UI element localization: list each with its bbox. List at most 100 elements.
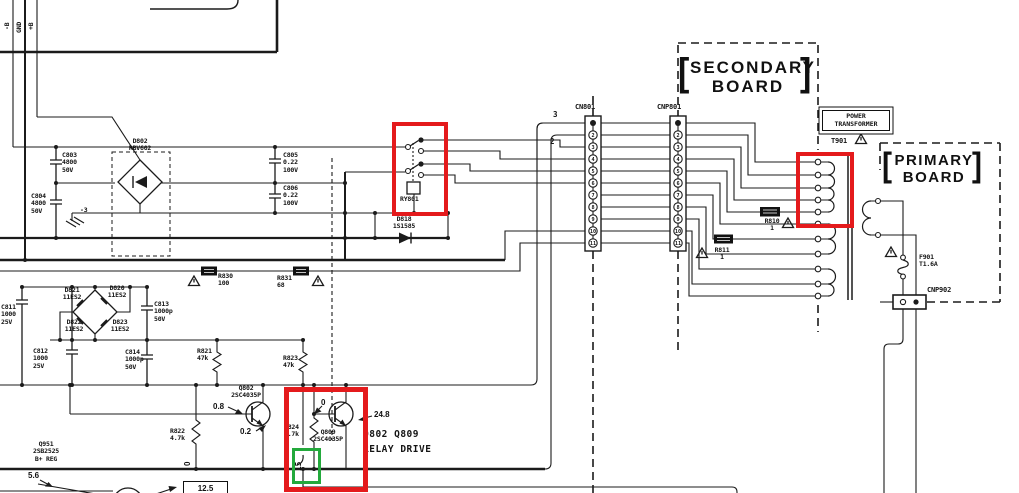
svg-text:2: 2 [676,133,679,139]
label-c813: C813 1000p 50V [154,300,173,323]
svg-text:9: 9 [591,217,594,223]
wire-number-3: 3 [553,110,558,119]
label-cnp801: CNP801 [657,103,682,111]
svg-text:3: 3 [676,145,679,151]
rail-wires [12,0,141,260]
label-d818: D818 1S1585 [392,215,416,231]
primary-board-bracket-right: ] [972,146,982,185]
svg-text:8: 8 [676,205,679,211]
label-c806: C806 0.22 100V [283,184,298,207]
svg-text:10: 10 [675,229,681,235]
relay-output-wires [421,139,585,184]
label-r830: R830 100 [218,272,233,288]
voltage-0-rotated: 0 [183,461,192,466]
rail-label-minus-b: -B [3,22,11,30]
voltage-12-5-box: 12.5 [183,481,228,493]
label-r810: R810 1 [764,217,780,233]
voltage-0: 0 [321,398,326,407]
label-c814: C814 1000p 50V [125,348,144,371]
label-c811: C811 1000 25V [1,303,16,326]
junction-dots [20,145,450,471]
primary-board-bracket-left: [ [882,146,892,185]
label-cnp902: CNP902 [927,286,952,294]
label-ground-ref: -3 [80,206,88,214]
svg-text:5: 5 [676,169,679,175]
label-t901: T901 [831,137,848,145]
relay-drive-note: Q802 Q809 RELAY DRIVE [363,429,432,455]
label-f901: F901 T1.6A [919,253,938,269]
label-d820: D820 11ES2 [107,284,127,300]
svg-text:7: 7 [676,193,679,199]
board-boundaries [592,42,1001,493]
capacitor-symbols [16,147,281,385]
label-c804: C804 4800 50V [31,192,46,215]
connector-cross-wires [601,122,670,244]
label-r823: R823 47k [283,354,298,370]
label-d821: D821 11ES2 [62,286,82,302]
label-r822: R822 4.7k [170,427,185,443]
svg-text:8: 8 [591,205,594,211]
relay-ry801 [404,137,425,213]
label-r824: R824 4.7k [284,423,299,439]
secondary-board-title: SECONDARY BOARD [690,58,816,97]
warning-triangle-icons [187,132,898,287]
label-d823: D823 11ES2 [110,318,130,334]
rail-label-gnd: GND [15,21,23,33]
label-q809: Q809 2SC4035P [313,428,343,444]
svg-text:2: 2 [591,133,594,139]
label-cn801: CN801 [575,103,596,111]
svg-text:6: 6 [676,181,679,187]
voltage-5-6: 5.6 [28,471,40,480]
upper-board-outline [0,0,279,54]
svg-text:4: 4 [676,157,679,163]
label-c812: C812 1000 25V [33,347,48,370]
voltage-0-8: 0.8 [213,402,225,411]
label-r831: R831 68 [277,274,292,290]
ground-symbol [65,213,85,228]
transformer-t901 [814,155,882,300]
secondary-board-bracket-left: [ [678,51,690,95]
connector-pin-circles [588,130,683,248]
secondary-board-bracket-right: ] [800,51,812,95]
svg-text:11: 11 [590,241,596,247]
svg-text:7: 7 [591,193,594,199]
label-d822: D822 11ES2 [64,318,84,334]
transistor-q951 [37,483,141,493]
fusible-resistor-markers [201,207,780,276]
connector-cnp902 [880,234,927,493]
diode-d818 [399,232,412,244]
power-transformer-label: POWER TRANSFORMER [834,111,878,128]
svg-text:4: 4 [591,157,594,163]
label-r811: R811 1 [714,246,730,262]
transistor-q802 [69,385,271,469]
label-ry801: RY801 [400,195,419,203]
primary-board-title: PRIMARY BOARD [894,152,974,186]
svg-text:9: 9 [676,217,679,223]
power-transformer-box: POWER TRANSFORMER [822,110,890,131]
voltage-24-8: 24.8 [374,410,390,419]
label-c803: C803 4800 50V [62,151,77,174]
svg-text:10: 10 [590,229,596,235]
wiring-right [686,122,815,297]
label-q802: Q802 2SC4035P [231,384,261,400]
voltage-0-2: 0.2 [240,427,252,436]
probe-arrows [39,405,373,493]
wire-flag-15-label: 15 [294,461,303,471]
svg-text:11: 11 [675,241,681,247]
label-q951: Q951 2SB2525 B+ REG [33,440,59,463]
label-d802: D802 RBV602 [128,137,152,153]
svg-text:3: 3 [591,145,594,151]
transistor-q809 [314,385,354,469]
resistor-symbols [191,340,319,487]
wire-number-2: 2 [550,137,555,146]
voltage-12-5: 12.5 [197,484,214,493]
wire-flag-15 [296,454,304,466]
wire-number-curves [536,122,544,170]
fuse-f901 [881,200,909,295]
svg-text:6: 6 [591,181,594,187]
rail-label-plus-b: +B [27,22,35,30]
label-r821: R821 47k [197,347,212,363]
label-c805: C805 0.22 100V [283,151,298,174]
